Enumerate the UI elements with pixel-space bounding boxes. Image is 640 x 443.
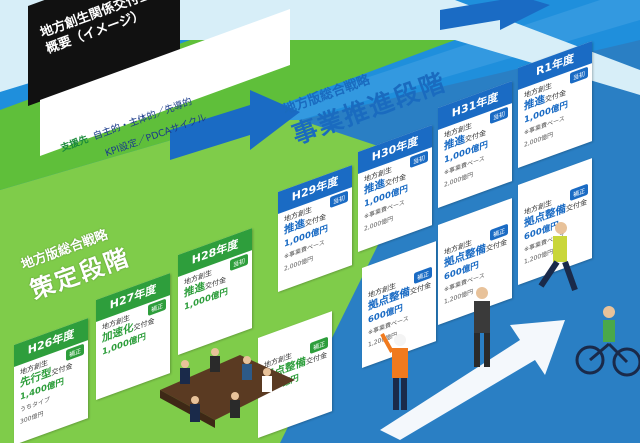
meeting-people-illustration: [160, 348, 295, 428]
road-arrow: [380, 320, 565, 440]
big-arrow-top-right: [440, 0, 550, 30]
runner-illustration: [538, 222, 578, 292]
businessman-illustration: [474, 287, 490, 367]
big-arrow-top: [170, 90, 300, 160]
cyclist-illustration: [575, 306, 640, 377]
worker-illustration: [380, 333, 408, 410]
support-label: 支援先: [59, 134, 90, 155]
